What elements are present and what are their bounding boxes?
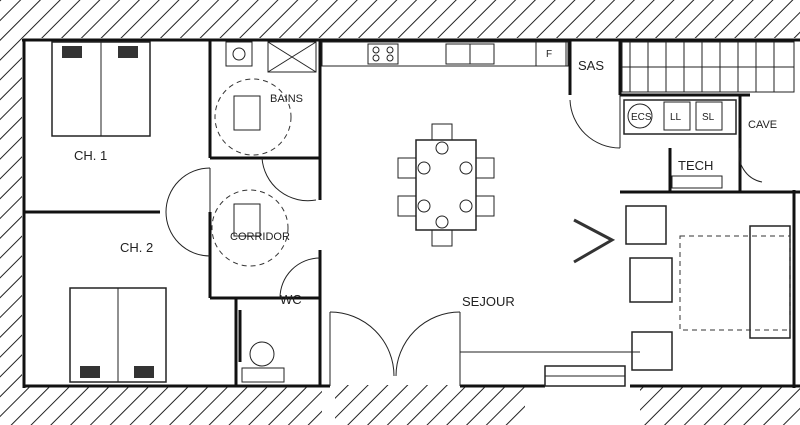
- room-label-sas: SAS: [578, 58, 604, 73]
- fridge-label: F: [546, 49, 552, 60]
- tv-angle: [573, 218, 616, 264]
- tech-units: ECS LL SL: [623, 99, 737, 189]
- interior-walls: [24, 40, 800, 386]
- entrance-steps: [460, 351, 640, 387]
- staircase: [621, 41, 795, 93]
- armchair-icon: [625, 205, 667, 245]
- wheelchair-icon: [233, 203, 261, 237]
- sofa-icon: [749, 225, 791, 339]
- ecs-label: ECS: [631, 112, 652, 123]
- bathroom-fixtures: [214, 41, 317, 156]
- room-label-ch1: CH. 1: [74, 148, 107, 163]
- hob-icon: [367, 43, 399, 65]
- bed-ch1: [51, 41, 151, 137]
- wc-fixtures: [238, 310, 285, 383]
- armchair-icon: [631, 331, 673, 371]
- shower-icon: [267, 41, 317, 73]
- room-label-sejour: SEJOUR: [462, 294, 515, 309]
- ll-label: LL: [670, 112, 682, 123]
- corridor-features: [211, 189, 289, 267]
- bed-ch2: [69, 287, 167, 383]
- wheelchair-icon: [233, 95, 261, 131]
- turning-circle: [214, 78, 292, 156]
- room-label-wc: WC: [280, 292, 302, 307]
- room-label-corridor: CORRIDOR: [230, 231, 290, 243]
- room-label-tech: TECH: [678, 158, 713, 173]
- doors: [165, 99, 763, 386]
- coffee-table: [629, 257, 673, 303]
- living-furniture: [573, 205, 791, 371]
- kitchen-counter: F: [321, 41, 569, 67]
- room-label-ch2: CH. 2: [120, 240, 153, 255]
- rug-outline: [679, 235, 791, 331]
- outer-walls: [22, 38, 800, 388]
- room-label-bains: BAINS: [270, 93, 303, 105]
- fridge-icon: [535, 41, 567, 67]
- dining-table: [397, 123, 495, 247]
- ecs-tank-icon: [627, 103, 653, 129]
- room-label-cave: CAVE: [748, 119, 777, 131]
- toilet-icon: [249, 341, 275, 367]
- sl-label: SL: [702, 112, 715, 123]
